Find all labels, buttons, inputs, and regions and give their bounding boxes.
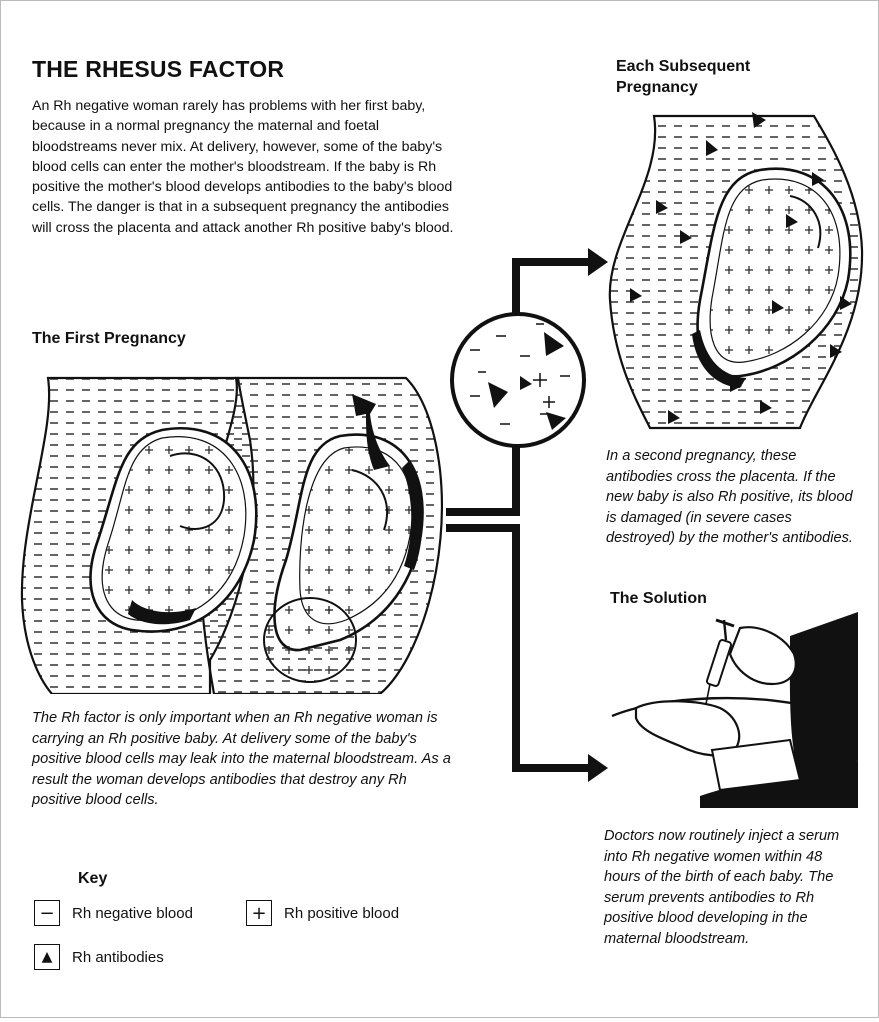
- solution-heading: The Solution: [610, 590, 707, 607]
- subsequent-pregnancy-heading: Each Subsequent Pregnancy: [616, 58, 751, 96]
- arrow-right-icon: [588, 754, 608, 782]
- uterus-first-left: [89, 427, 258, 633]
- subsequent-pregnancy-illustration: [608, 112, 864, 430]
- solution-caption: Doctors now routinely inject a serum int…: [604, 828, 840, 947]
- triangle-icon: ▲: [34, 944, 60, 970]
- key-item-negative: − Rh negative blood: [34, 900, 193, 926]
- key-label: Rh positive blood: [284, 904, 400, 922]
- key-label: Rh negative blood: [72, 904, 193, 922]
- key-label: Rh antibodies: [72, 948, 164, 966]
- first-pregnancy-heading: The First Pregnancy: [32, 330, 186, 347]
- key-heading: Key: [78, 870, 108, 887]
- solution-illustration: [611, 612, 858, 808]
- subsequent-pregnancy-caption: In a second pregnancy, these antibodies …: [606, 448, 853, 546]
- first-pregnancy-illustration: [20, 376, 444, 694]
- uterus-first-right: [263, 433, 424, 683]
- magnified-blood-circle: [450, 312, 586, 448]
- plus-icon: +: [246, 900, 272, 926]
- syringe-icon: [705, 618, 735, 705]
- arrow-up-icon: [352, 394, 390, 470]
- intro-paragraph: An Rh negative woman rarely has problems…: [32, 98, 454, 236]
- key-item-positive: + Rh positive blood: [246, 900, 399, 926]
- minus-icon: −: [34, 900, 60, 926]
- arrow-right-icon: [588, 248, 608, 276]
- key-item-antibody: ▲ Rh antibodies: [34, 944, 164, 970]
- page-title: THE RHESUS FACTOR: [32, 56, 285, 82]
- first-pregnancy-caption: The Rh factor is only important when an …: [32, 710, 451, 808]
